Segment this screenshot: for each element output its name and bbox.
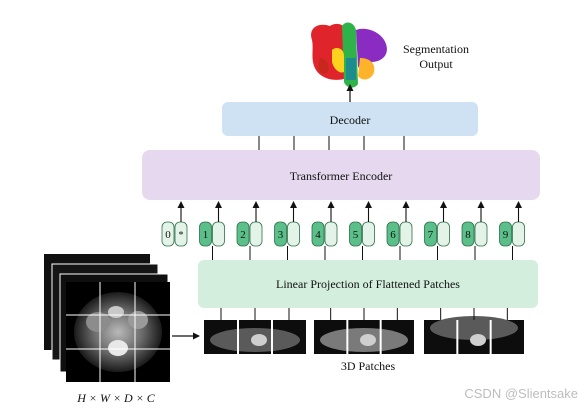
output-title-line1: Segmentation bbox=[403, 42, 469, 56]
patch-embedding-cell bbox=[399, 221, 413, 247]
projection-box bbox=[198, 260, 538, 308]
token-9: 9 bbox=[499, 201, 525, 260]
token-index-label: 6 bbox=[390, 229, 396, 241]
token-index-label: 2 bbox=[240, 229, 246, 241]
patch-embedding-cell bbox=[324, 221, 338, 247]
decoder-label: Decoder bbox=[330, 113, 371, 127]
token-index-label: 4 bbox=[315, 229, 321, 241]
encoder-box bbox=[142, 150, 540, 200]
token-index-label: 8 bbox=[465, 229, 471, 241]
decoder-box bbox=[222, 102, 478, 136]
position-embedding-cell bbox=[424, 221, 437, 247]
patch-embedding-cell bbox=[362, 221, 375, 247]
patch-group-3 bbox=[424, 308, 524, 354]
patch-row bbox=[204, 308, 524, 354]
patch-embedding-cell bbox=[287, 221, 300, 247]
position-embedding-cell bbox=[386, 221, 400, 247]
token-2: 2 bbox=[236, 201, 263, 260]
projection-label: Linear Projection of Flattened Patches bbox=[276, 277, 460, 291]
segmentation-output-image bbox=[311, 22, 387, 88]
encoder-decoder-connectors bbox=[258, 136, 405, 150]
patch-embedding-cell bbox=[437, 221, 450, 247]
position-embedding-cell bbox=[311, 221, 325, 247]
token-index-label: 1 bbox=[203, 229, 209, 241]
token-index-label: 5 bbox=[353, 229, 359, 241]
patch-embedding-cell bbox=[249, 221, 263, 247]
position-embedding-cell bbox=[161, 221, 175, 247]
token-5: 5 bbox=[349, 201, 375, 260]
position-embedding-cell bbox=[199, 221, 212, 247]
patches-label: 3D Patches bbox=[341, 359, 396, 373]
token-4: 4 bbox=[311, 201, 338, 260]
token-index-label: 9 bbox=[503, 229, 509, 241]
patch-group-2 bbox=[314, 308, 414, 354]
position-embedding-cell bbox=[236, 221, 250, 247]
position-embedding-cell bbox=[499, 221, 512, 247]
token-1: 1 bbox=[199, 201, 225, 260]
volume-dims-label: H × W × D × C bbox=[76, 391, 156, 405]
token-index-label: 3 bbox=[278, 229, 284, 241]
token-8: 8 bbox=[461, 201, 488, 260]
token-7: 7 bbox=[424, 201, 450, 260]
patch-embedding-cell bbox=[474, 221, 488, 247]
output-title-line2: Output bbox=[419, 57, 453, 71]
encoder-label: Transformer Encoder bbox=[290, 169, 393, 183]
token-index-label: 0 bbox=[165, 229, 171, 241]
cls-token-mark: * bbox=[179, 230, 184, 241]
position-embedding-cell bbox=[461, 221, 475, 247]
token-0: 0* bbox=[161, 201, 188, 247]
patch-group-1 bbox=[204, 308, 306, 354]
position-embedding-cell bbox=[274, 221, 287, 247]
token-3: 3 bbox=[274, 201, 300, 260]
watermark: CSDN @Slientsake bbox=[464, 386, 578, 401]
ct-volume-stack bbox=[44, 254, 170, 382]
token-index-label: 7 bbox=[428, 229, 434, 241]
patch-embedding-cell bbox=[512, 221, 525, 247]
token-6: 6 bbox=[386, 201, 413, 260]
patch-embedding-cell bbox=[212, 221, 225, 247]
position-embedding-cell bbox=[349, 221, 362, 247]
